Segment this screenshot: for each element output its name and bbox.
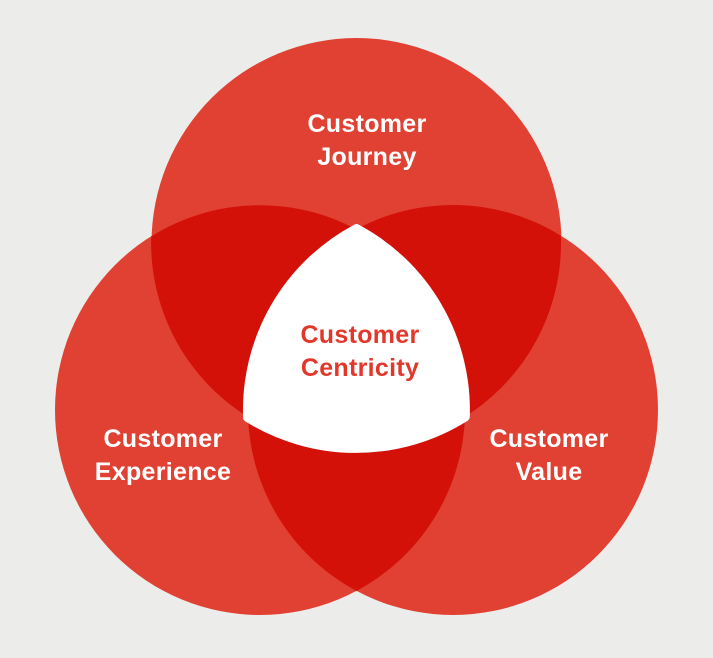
label-customer-experience-line1: Customer xyxy=(103,425,223,453)
label-customer-experience-line2: Experience xyxy=(94,458,232,486)
label-customer-experience: Customer Experience xyxy=(95,423,231,489)
label-customer-journey: Customer Journey xyxy=(307,108,426,174)
label-customer-centricity: Customer Centricity xyxy=(300,319,419,385)
label-customer-journey-line1: Customer xyxy=(307,110,427,138)
label-customer-value: Customer Value xyxy=(489,423,608,489)
label-customer-value-line1: Customer xyxy=(489,425,609,453)
label-customer-journey-line2: Journey xyxy=(317,143,417,171)
label-customer-centricity-line2: Centricity xyxy=(300,354,420,382)
center-intersection-shape xyxy=(243,224,470,453)
label-customer-centricity-line1: Customer xyxy=(300,321,420,349)
label-customer-value-line2: Value xyxy=(515,458,583,486)
